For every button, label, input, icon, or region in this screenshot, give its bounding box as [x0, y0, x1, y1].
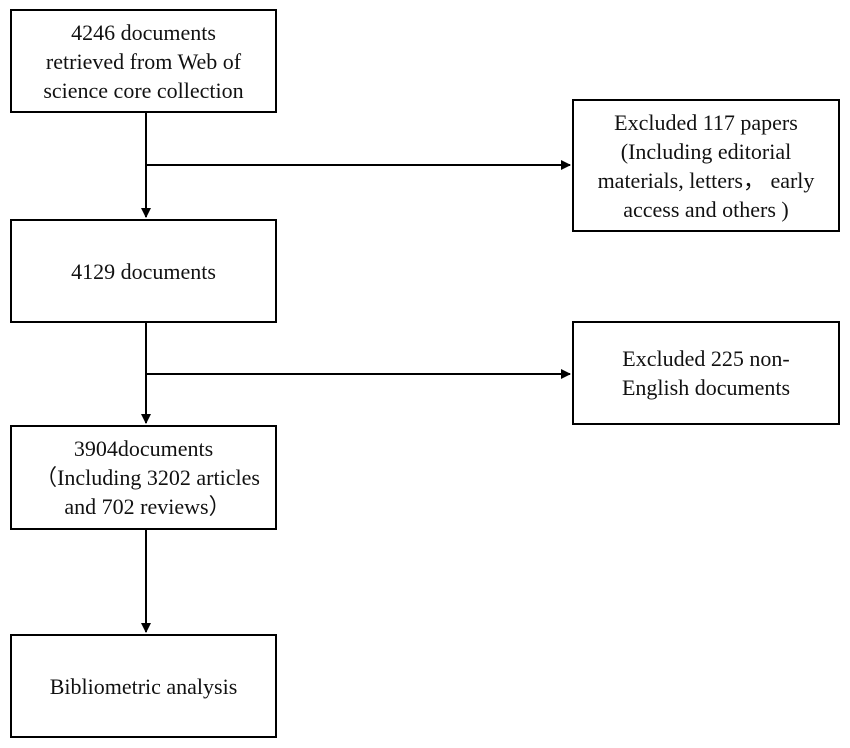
final-documents-box: 3904documents （Including 3202 articles a… — [10, 425, 277, 530]
remaining-documents-box: 4129 documents — [10, 219, 277, 323]
box-text-line: science core collection — [43, 77, 244, 103]
box-text-line: (Including editorial — [620, 138, 792, 164]
box-text-line: 3904documents — [73, 436, 214, 461]
box-text-line: retrieved from Web of — [45, 48, 242, 74]
box-text-line: （Including 3202 articles — [35, 465, 260, 490]
box-text-line: 4246 documents — [71, 19, 216, 45]
box-text-line: Excluded 225 non- — [622, 346, 790, 371]
box-text-line: Bibliometric analysis — [49, 673, 238, 699]
bibliometric-analysis-box: Bibliometric analysis — [10, 634, 277, 738]
box-text-line: 4129 documents — [71, 258, 216, 284]
exclusion-box-2: Excluded 225 non- English documents — [572, 321, 840, 425]
box-text-line: materials, letters， early — [597, 167, 815, 193]
box-text-line: English documents — [621, 375, 791, 400]
retrieved-documents-box: 4246 documents retrieved from Web of sci… — [10, 9, 277, 113]
exclusion-box-1: Excluded 117 papers (Including editorial… — [572, 99, 840, 232]
box-text-line: and 702 reviews） — [64, 494, 231, 519]
box-text-line: access and others ) — [623, 196, 789, 222]
box-text-line: Excluded 117 papers — [614, 109, 798, 135]
